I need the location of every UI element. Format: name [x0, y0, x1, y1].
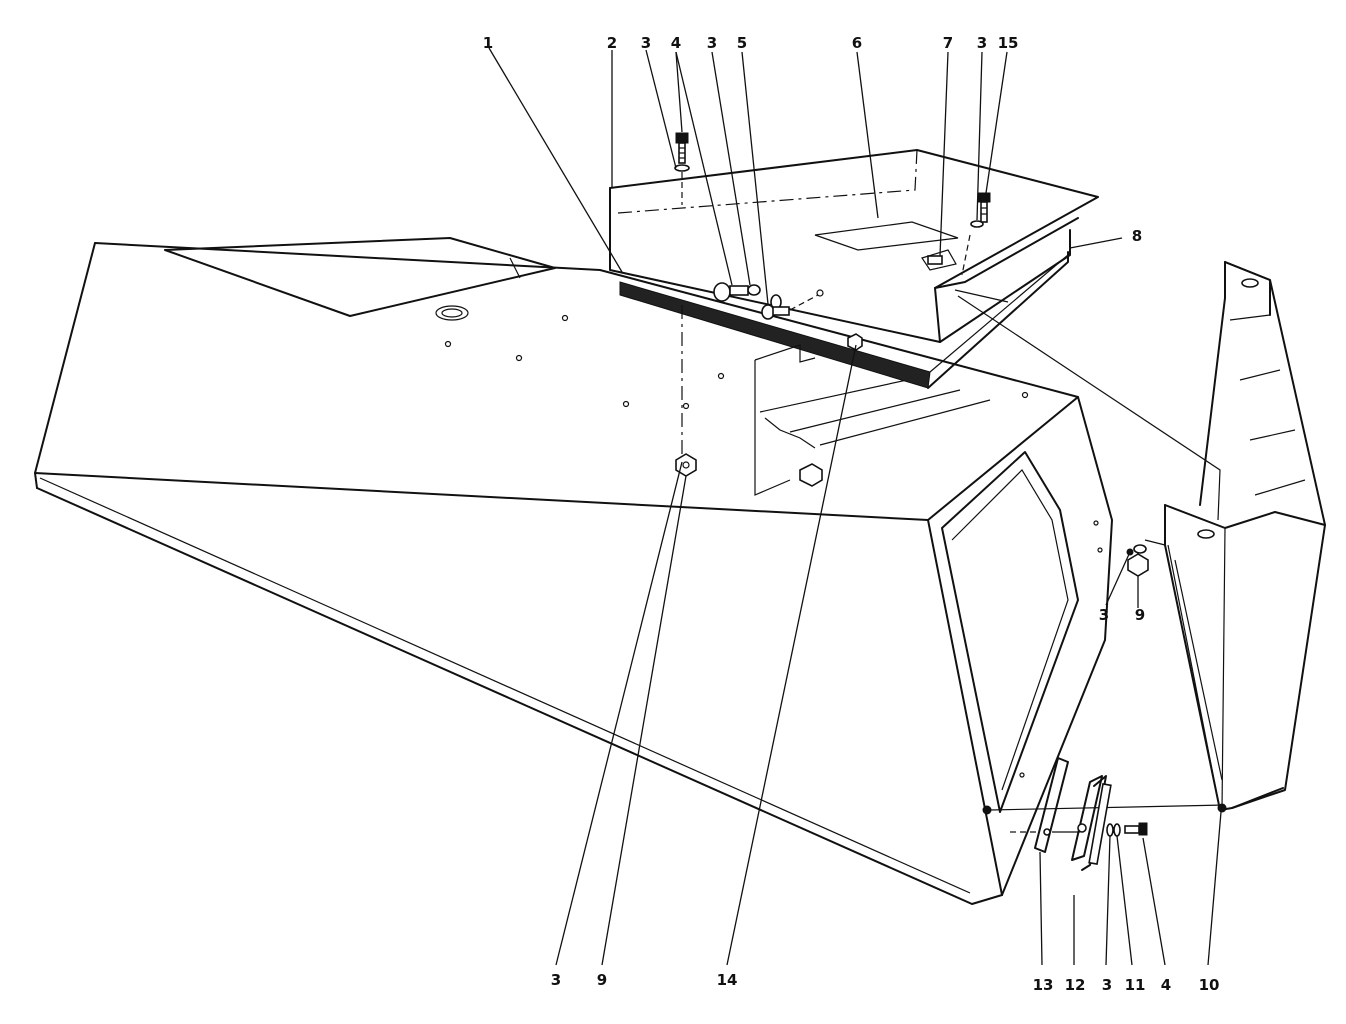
callout-5: 5: [737, 34, 747, 52]
fasteners: [674, 132, 1226, 833]
callout-3: 3: [641, 34, 651, 52]
nuts: [675, 333, 1149, 577]
callout-10: 10: [1199, 976, 1220, 994]
leader-lines: [488, 47, 1222, 966]
callout-3: 3: [1102, 976, 1112, 994]
callout-3: 3: [1099, 606, 1109, 624]
callout-6: 6: [852, 34, 862, 52]
callout-3: 3: [707, 34, 717, 52]
side-bolt-4: [713, 282, 782, 310]
callout-3: 3: [977, 34, 987, 52]
callout-3: 3: [551, 971, 561, 989]
callout-1: 1: [483, 34, 493, 52]
side-panel: [1164, 261, 1326, 813]
callout-2: 2: [607, 34, 617, 52]
callout-13: 13: [1033, 976, 1054, 994]
callout-4: 4: [671, 34, 681, 52]
callout-14: 14: [717, 971, 738, 989]
main-housing: [34, 237, 1113, 905]
side-bolt-5: [761, 289, 824, 320]
hinge-assembly: [1034, 757, 1148, 871]
callout-labels: 1 2 3 4 3 5 6 7 3 15 8 3 9 3 9 14 13 12 …: [483, 34, 1220, 994]
bolt-15: [961, 192, 991, 276]
callout-15: 15: [998, 34, 1019, 52]
callout-12: 12: [1065, 976, 1086, 994]
callout-4: 4: [1161, 976, 1171, 994]
callout-11: 11: [1125, 976, 1146, 994]
callout-8: 8: [1132, 227, 1142, 245]
bolt-4-top: [674, 132, 690, 205]
callout-9: 9: [1135, 606, 1145, 624]
callout-9: 9: [597, 971, 607, 989]
callout-7: 7: [943, 34, 953, 52]
